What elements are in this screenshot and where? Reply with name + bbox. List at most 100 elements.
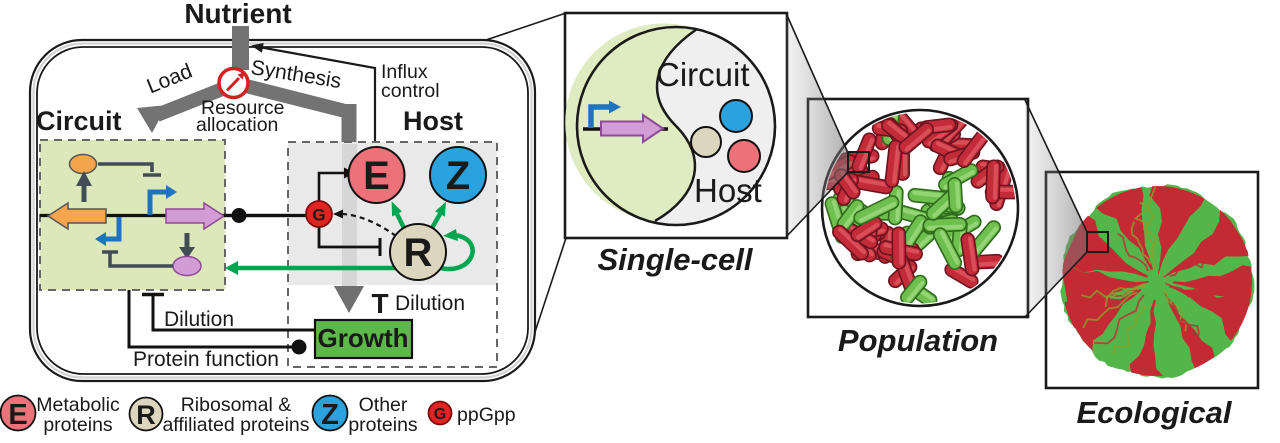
zoom-line-pop-bottom bbox=[1024, 251, 1088, 318]
repression-line-purple bbox=[108, 252, 173, 268]
population-caption: Population bbox=[838, 323, 998, 358]
influx-control-label-2: control bbox=[381, 80, 440, 102]
colony-streak bbox=[1081, 283, 1145, 299]
legend-z-label-1: Other bbox=[359, 394, 408, 416]
legend-g-icon bbox=[427, 400, 453, 426]
circuit-module bbox=[39, 139, 306, 291]
colony-streak bbox=[1171, 301, 1200, 341]
r-self-loop-arrowhead bbox=[443, 229, 458, 241]
colony-red-sector bbox=[1149, 186, 1207, 274]
colony-streak bbox=[1094, 294, 1145, 345]
dilution-tee-glyph: T bbox=[371, 288, 388, 319]
synthesis-flux-vertical bbox=[341, 104, 357, 144]
ppgpp-circle bbox=[305, 200, 333, 228]
legend: E Metabolic proteins R Ribosomal & affil… bbox=[0, 394, 516, 436]
host-title: Host bbox=[403, 106, 463, 136]
host-box bbox=[287, 141, 498, 368]
legend-z-label-2: proteins bbox=[348, 414, 418, 436]
legend-r-letter: R bbox=[136, 400, 156, 430]
single-cell-panel: Circuit Host Single-cell bbox=[563, 11, 789, 277]
r-to-e-arrowhead bbox=[391, 201, 402, 217]
single-cell-caption: Single-cell bbox=[597, 242, 753, 277]
r-to-circuit-arrowhead bbox=[225, 261, 238, 275]
ecological-zoom-marker bbox=[1086, 231, 1109, 253]
bacterium-red bbox=[985, 159, 1001, 205]
promoter-left-head bbox=[95, 232, 106, 246]
ppgpp-to-e-arrow bbox=[317, 171, 344, 201]
ppgpp-letter: G bbox=[312, 206, 325, 225]
cell-diagram: Nutrient Load Synthesis Resource allocat… bbox=[28, 0, 567, 383]
colony-streak bbox=[1116, 232, 1149, 272]
single-cell-r-dot bbox=[690, 126, 722, 158]
colony-streak bbox=[1130, 221, 1152, 265]
synthesis-flux-band bbox=[240, 78, 351, 119]
ecological-panel: Ecological bbox=[1024, 99, 1260, 430]
r-to-ppgpp-arrowhead bbox=[333, 209, 343, 219]
protein-r-letter: R bbox=[404, 231, 433, 275]
repression-line-orange bbox=[98, 162, 154, 172]
influx-control-arrow bbox=[251, 43, 377, 148]
protein-e-circle bbox=[347, 146, 406, 204]
population-zoom-marker bbox=[847, 151, 870, 173]
bacterium-red bbox=[850, 216, 883, 243]
ecological-caption: Ecological bbox=[1076, 395, 1232, 430]
legend-r-label-1: Ribosomal & bbox=[181, 394, 292, 416]
expression-arrowhead-purple bbox=[179, 247, 195, 259]
single-cell-outline bbox=[575, 25, 777, 227]
zoom-line-sc-bottom bbox=[785, 171, 849, 238]
bacterium-green bbox=[947, 177, 964, 214]
dial-needle bbox=[225, 76, 241, 92]
r-self-loop bbox=[436, 232, 475, 272]
population-panel: Population bbox=[785, 12, 1030, 358]
bacterium-red bbox=[960, 232, 980, 277]
host-module: E Z R G bbox=[224, 141, 498, 368]
bacterium-red bbox=[898, 122, 934, 155]
nutrient-pipe bbox=[232, 26, 249, 70]
zoom-line-cell-top bbox=[479, 12, 567, 43]
legend-r-icon bbox=[128, 396, 164, 432]
promoter-right-head bbox=[166, 185, 177, 199]
ppgpp-represses-r bbox=[317, 227, 380, 249]
legend-g-letter: G bbox=[434, 406, 446, 423]
bacterium-red bbox=[884, 139, 904, 189]
r-to-z-arrow bbox=[430, 212, 442, 230]
legend-e-letter: E bbox=[8, 399, 27, 431]
legend-e-label-1: Metabolic bbox=[36, 394, 120, 416]
r-to-z-arrowhead bbox=[435, 201, 446, 217]
protein-function-line bbox=[127, 290, 292, 349]
dilution-left-label: Dilution bbox=[164, 308, 234, 331]
colony-red-sector bbox=[1162, 205, 1252, 278]
legend-g-label: ppGpp bbox=[457, 404, 516, 426]
colony-streak bbox=[1169, 256, 1210, 277]
growth-flux-arrowhead bbox=[334, 286, 364, 313]
load-flux-arrowhead bbox=[137, 105, 167, 133]
colony-red-sector bbox=[1093, 186, 1153, 270]
bacterium-red bbox=[956, 127, 992, 169]
growth-label: Growth bbox=[318, 323, 409, 353]
growth-section: Growth T Dilution Dilution Protein funct… bbox=[127, 288, 465, 371]
expression-arrowhead-orange bbox=[76, 171, 92, 186]
growth-dilution-line bbox=[151, 296, 315, 332]
resource-allocation-dial bbox=[217, 66, 250, 100]
colony-red-sector bbox=[1129, 299, 1167, 376]
single-cell-z-dot bbox=[719, 99, 753, 133]
single-cell-e-dot bbox=[727, 139, 761, 173]
dial-needle-head bbox=[237, 72, 245, 80]
protein-e-letter: E bbox=[363, 154, 390, 198]
dilution-right-label: Dilution bbox=[395, 292, 465, 315]
resource-allocation-label-2: allocation bbox=[196, 114, 278, 136]
colony-streak bbox=[1142, 186, 1158, 270]
colony-streak bbox=[1085, 282, 1142, 298]
circuit-output-node bbox=[231, 208, 247, 223]
gene-arrow-purple bbox=[165, 201, 226, 231]
circuit-title: Circuit bbox=[36, 106, 122, 136]
legend-z-icon bbox=[311, 394, 349, 432]
legend-z-letter: Z bbox=[321, 399, 339, 431]
bacterium-green bbox=[932, 227, 963, 270]
protein-ellipse-orange bbox=[68, 153, 98, 175]
zoom-line-cell-bottom bbox=[534, 237, 567, 333]
gene-arrow-orange bbox=[46, 201, 107, 231]
influx-control-label-1: Influx bbox=[381, 61, 428, 83]
